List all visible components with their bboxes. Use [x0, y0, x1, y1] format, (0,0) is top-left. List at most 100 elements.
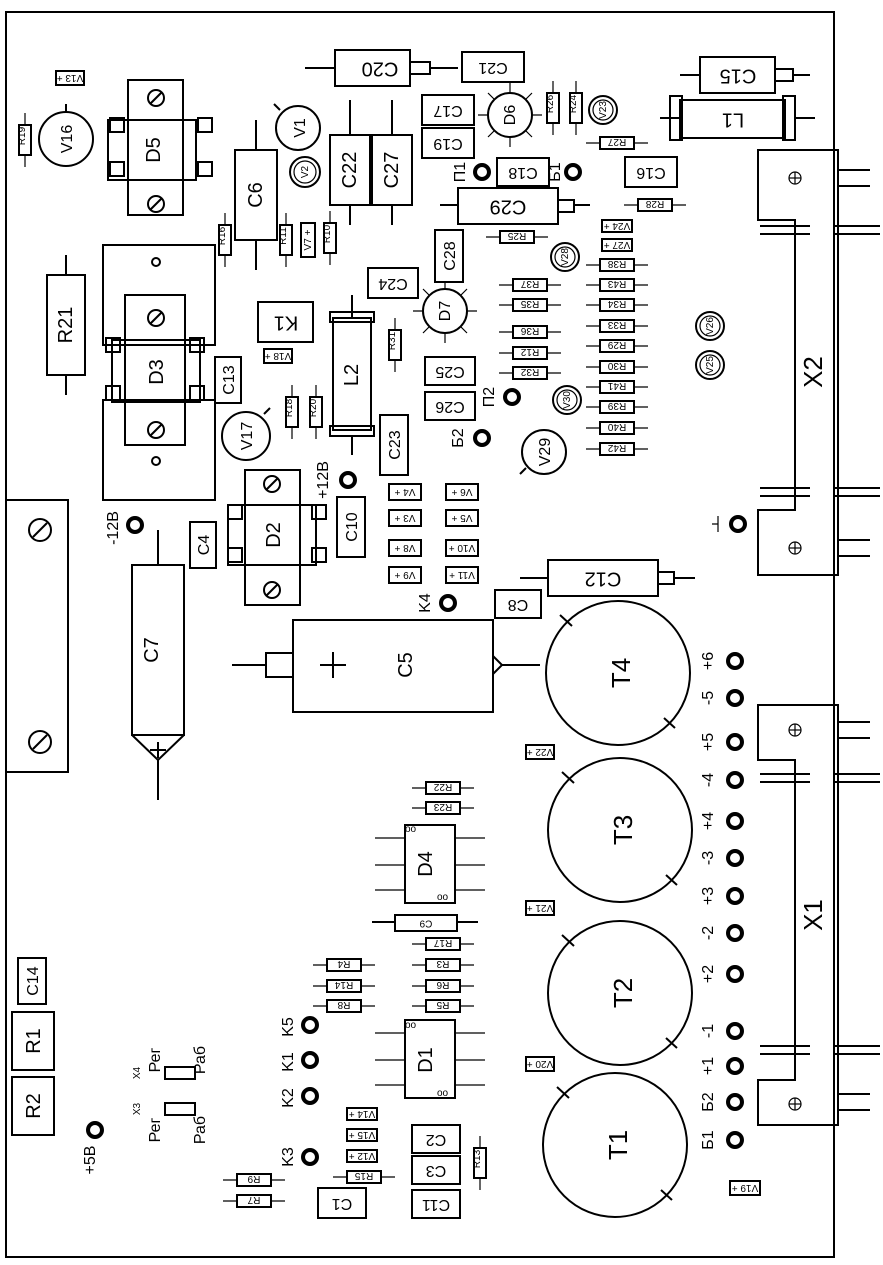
circle-v29: V29	[519, 429, 567, 475]
x1-label: X1	[798, 899, 828, 931]
svg-text:C15: C15	[720, 65, 757, 87]
svg-text:V22 +: V22 +	[527, 746, 554, 757]
svg-text:V18 +: V18 +	[265, 350, 292, 361]
resistor-r29: R29	[586, 339, 648, 353]
box-c2: C2	[411, 1124, 461, 1154]
transistor-t2: T2	[547, 920, 693, 1066]
svg-text:D4: D4	[415, 851, 437, 877]
resistor-r18: R18	[284, 385, 299, 439]
svg-text:+6: +6	[700, 652, 717, 670]
resistor-r28: R28	[624, 198, 686, 212]
resistor-r17: R17	[412, 937, 474, 951]
box-c10: C10	[336, 496, 366, 558]
svg-text:-2: -2	[700, 926, 717, 940]
diode-v20: V20 +	[525, 1056, 555, 1072]
svg-text:K1: K1	[274, 312, 298, 334]
svg-text:R17: R17	[433, 937, 452, 948]
svg-text:V1: V1	[292, 118, 309, 138]
circle-v25: V25	[695, 350, 725, 380]
svg-text:R25: R25	[507, 230, 526, 241]
diode-v27: V27 +	[601, 238, 633, 252]
svg-text:+3: +3	[700, 887, 717, 905]
resistor-r26: R26	[545, 81, 560, 135]
chip-d6: D6	[478, 83, 542, 147]
svg-text:V2: V2	[300, 165, 311, 178]
svg-text:R23: R23	[433, 801, 452, 812]
resistor-r25: R25	[486, 230, 548, 244]
svg-text:Б1: Б1	[547, 162, 564, 182]
svg-text:V9 +: V9 +	[394, 569, 415, 580]
svg-text:C16: C16	[636, 164, 665, 181]
svg-text:V8 +: V8 +	[394, 542, 415, 553]
resistor-r38: R38	[586, 258, 648, 272]
box-c21: C21	[461, 51, 525, 83]
diode-v5: V5 +	[445, 509, 479, 527]
resistor-r39: R39	[586, 400, 648, 414]
svg-text:V24 +: V24 +	[604, 220, 631, 231]
resistor-r19: R19	[17, 113, 32, 167]
diode-v11: V11 +	[445, 566, 479, 584]
box-c17: C17	[421, 94, 475, 126]
svg-text:+12B: +12B	[315, 461, 332, 499]
svg-text:C12: C12	[585, 568, 622, 590]
resistor-r4: R4	[313, 958, 375, 972]
svg-text:C4: C4	[196, 535, 213, 556]
circle-v16: V16	[38, 104, 94, 167]
box-c24: C24	[367, 267, 419, 299]
diode-v6: V6 +	[445, 483, 479, 501]
resistor-r11: R11	[278, 213, 293, 267]
box-c8: C8	[494, 589, 542, 619]
svg-text:V27 +: V27 +	[604, 239, 631, 250]
resistor-r15: R15	[333, 1170, 395, 1184]
capacitor-c27: C27	[371, 100, 413, 225]
svg-text:C1: C1	[332, 1195, 353, 1212]
resistor-r37: R37	[499, 278, 561, 292]
diode-v10: V10 +	[445, 539, 479, 557]
svg-text:R20: R20	[308, 398, 319, 417]
svg-text:D3: D3	[146, 359, 168, 385]
svg-text:D1: D1	[415, 1047, 437, 1073]
svg-text:oo: oo	[405, 824, 417, 835]
svg-text:R1: R1	[23, 1028, 45, 1054]
svg-text:oo: oo	[437, 892, 449, 903]
svg-text:C28: C28	[442, 241, 459, 270]
svg-text:L1: L1	[722, 109, 744, 131]
resistor-r6: R6	[412, 979, 474, 993]
capacitor-c9: C9	[372, 914, 478, 932]
svg-text:C23: C23	[387, 430, 404, 459]
svg-text:V12 +: V12 +	[349, 1150, 376, 1161]
svg-text:V17: V17	[239, 422, 256, 451]
box-k1: K1	[257, 301, 314, 343]
svg-text:-3: -3	[700, 851, 717, 865]
circle-v1: V1	[273, 103, 321, 151]
svg-text:R34: R34	[607, 298, 626, 309]
resistor-r5: R5	[412, 999, 474, 1013]
svg-text:V26: V26	[705, 317, 716, 335]
resistor-r12: R12	[499, 346, 561, 360]
diode-v15: V15 +	[346, 1128, 378, 1142]
svg-text:R30: R30	[607, 360, 626, 371]
svg-text:V23: V23	[598, 101, 609, 119]
circle-v17: V17	[221, 407, 271, 461]
svg-text:oo: oo	[405, 1020, 417, 1031]
svg-text:K2: K2	[280, 1088, 297, 1108]
svg-text:+2: +2	[700, 965, 717, 983]
svg-text:-4: -4	[700, 773, 717, 787]
svg-text:Б2: Б2	[450, 428, 467, 448]
capacitor-c12: C12	[520, 559, 695, 597]
svg-text:V30: V30	[562, 391, 573, 409]
svg-text:R3: R3	[436, 958, 449, 969]
svg-text:R42: R42	[607, 442, 626, 453]
chip-d7: D7	[413, 279, 477, 343]
x2-label: X2	[798, 356, 828, 388]
svg-text:D6: D6	[502, 105, 519, 126]
box-c18: C18	[496, 157, 550, 187]
svg-text:R28: R28	[645, 198, 664, 209]
svg-text:V4 +: V4 +	[394, 486, 415, 497]
box-c23: C23	[379, 414, 409, 476]
svg-text:R38: R38	[607, 258, 626, 269]
svg-text:П2: П2	[481, 387, 498, 408]
chip-d3: D3	[102, 244, 216, 501]
